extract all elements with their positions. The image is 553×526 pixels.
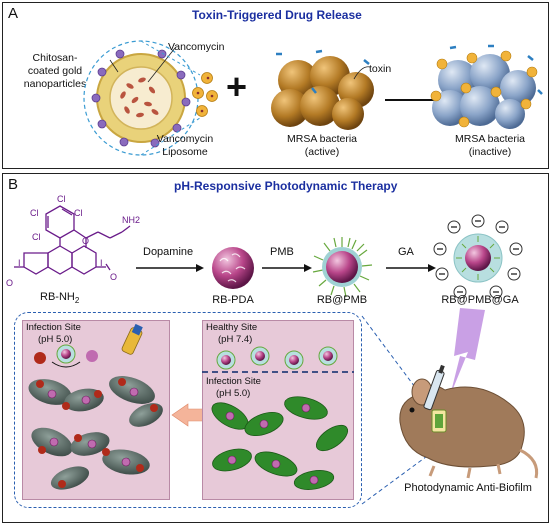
rb-nh2-name: RB-NH bbox=[40, 291, 75, 303]
chem-cl-1: Cl bbox=[57, 194, 66, 204]
mrsa-inactive-cluster bbox=[430, 44, 543, 129]
chem-o-3: O bbox=[110, 272, 118, 282]
reagent-ga: GA bbox=[398, 246, 414, 258]
mrsa-active-cluster bbox=[271, 49, 374, 130]
vancomycin-label: Vancomycin bbox=[168, 41, 225, 53]
chitosan-label-line2: coated gold bbox=[27, 65, 83, 77]
rb-pda-particle bbox=[212, 247, 254, 289]
tissue-right-drawing bbox=[202, 346, 354, 490]
panel-a-title: Toxin-Triggered Drug Release bbox=[192, 8, 362, 22]
vancomycin-pointer bbox=[147, 47, 176, 83]
mrsa-active-label-line1: MRSA bacteria bbox=[286, 133, 358, 145]
infected-biofilm-left bbox=[28, 323, 163, 490]
rb-pmb-ga-label: RB@PMB@GA bbox=[441, 294, 519, 306]
toxin-label: toxin bbox=[369, 63, 392, 75]
bound-liposomes bbox=[430, 50, 538, 128]
rb-nh2-structure bbox=[14, 205, 131, 275]
chem-cl-4: Cl bbox=[32, 232, 41, 242]
reagent-dopamine: Dopamine bbox=[143, 246, 194, 258]
liposome-label-line2: Liposome bbox=[162, 146, 208, 158]
chem-i-2: I bbox=[100, 258, 103, 268]
toxin-marks bbox=[276, 49, 370, 94]
chem-nh2: NH2 bbox=[122, 215, 141, 225]
reagent-pmb: PMB bbox=[270, 246, 294, 258]
chitosan-pointer bbox=[109, 59, 119, 73]
chitosan-label-line3: nanoparticles bbox=[23, 78, 87, 90]
liposome-small-particles bbox=[192, 72, 218, 117]
arrow-dopamine bbox=[136, 264, 204, 272]
zoom-line-top bbox=[140, 40, 201, 76]
mrsa-inactive-label-line1: MRSA bacteria bbox=[454, 133, 526, 145]
infection-site-right-title: Infection Site bbox=[206, 376, 261, 387]
rb-pda-label: RB-PDA bbox=[212, 294, 254, 306]
healthy-site-title: Healthy Site bbox=[206, 322, 258, 333]
panel-b-letter: B bbox=[8, 176, 19, 193]
mouse-illustration bbox=[399, 364, 539, 479]
vancomycin-molecules bbox=[120, 77, 159, 118]
chem-cl-3: Cl bbox=[74, 208, 83, 218]
photodynamic-caption: Photodynamic Anti-Biofilm bbox=[404, 482, 532, 494]
chem-cl-2: Cl bbox=[30, 208, 39, 218]
chem-o-1: O bbox=[82, 236, 90, 246]
rb-nh2-subscript: 2 bbox=[74, 296, 80, 306]
infection-inset-box bbox=[14, 312, 362, 508]
arrow-ga bbox=[386, 264, 436, 272]
arrow-pmb bbox=[262, 264, 312, 272]
mrsa-inactive-label-line2: (inactive) bbox=[468, 146, 512, 158]
chem-o-2: O bbox=[6, 278, 14, 288]
infection-site-left-ph: (pH 5.0) bbox=[38, 334, 73, 345]
toxin-pointer bbox=[353, 66, 371, 80]
chitosan-label-line1: Chitosan- bbox=[32, 52, 78, 64]
chem-i-1: I bbox=[18, 258, 21, 268]
rb-pmb-label: RB@PMB bbox=[316, 294, 368, 306]
panel-b-title: pH-Responsive Photodynamic Therapy bbox=[174, 179, 398, 193]
plus-sign: + bbox=[226, 66, 248, 107]
purple-beam bbox=[450, 308, 485, 396]
liposome-label-line1: Vancomycin bbox=[156, 133, 214, 145]
panel-a-letter: A bbox=[8, 5, 19, 22]
mrsa-active-label-line2: (active) bbox=[304, 146, 340, 158]
rb-nh2-label: RB-NH2 bbox=[40, 291, 79, 305]
infection-site-left-title: Infection Site bbox=[26, 322, 81, 333]
liposome-diagram bbox=[83, 40, 218, 156]
liposome-inner-core bbox=[109, 66, 173, 130]
healthy-site-ph: (pH 7.4) bbox=[218, 334, 253, 345]
rb-pmb-particle bbox=[312, 237, 373, 298]
rb-pmb-ga-particle bbox=[433, 214, 523, 299]
infection-site-right-ph: (pH 5.0) bbox=[216, 388, 251, 399]
